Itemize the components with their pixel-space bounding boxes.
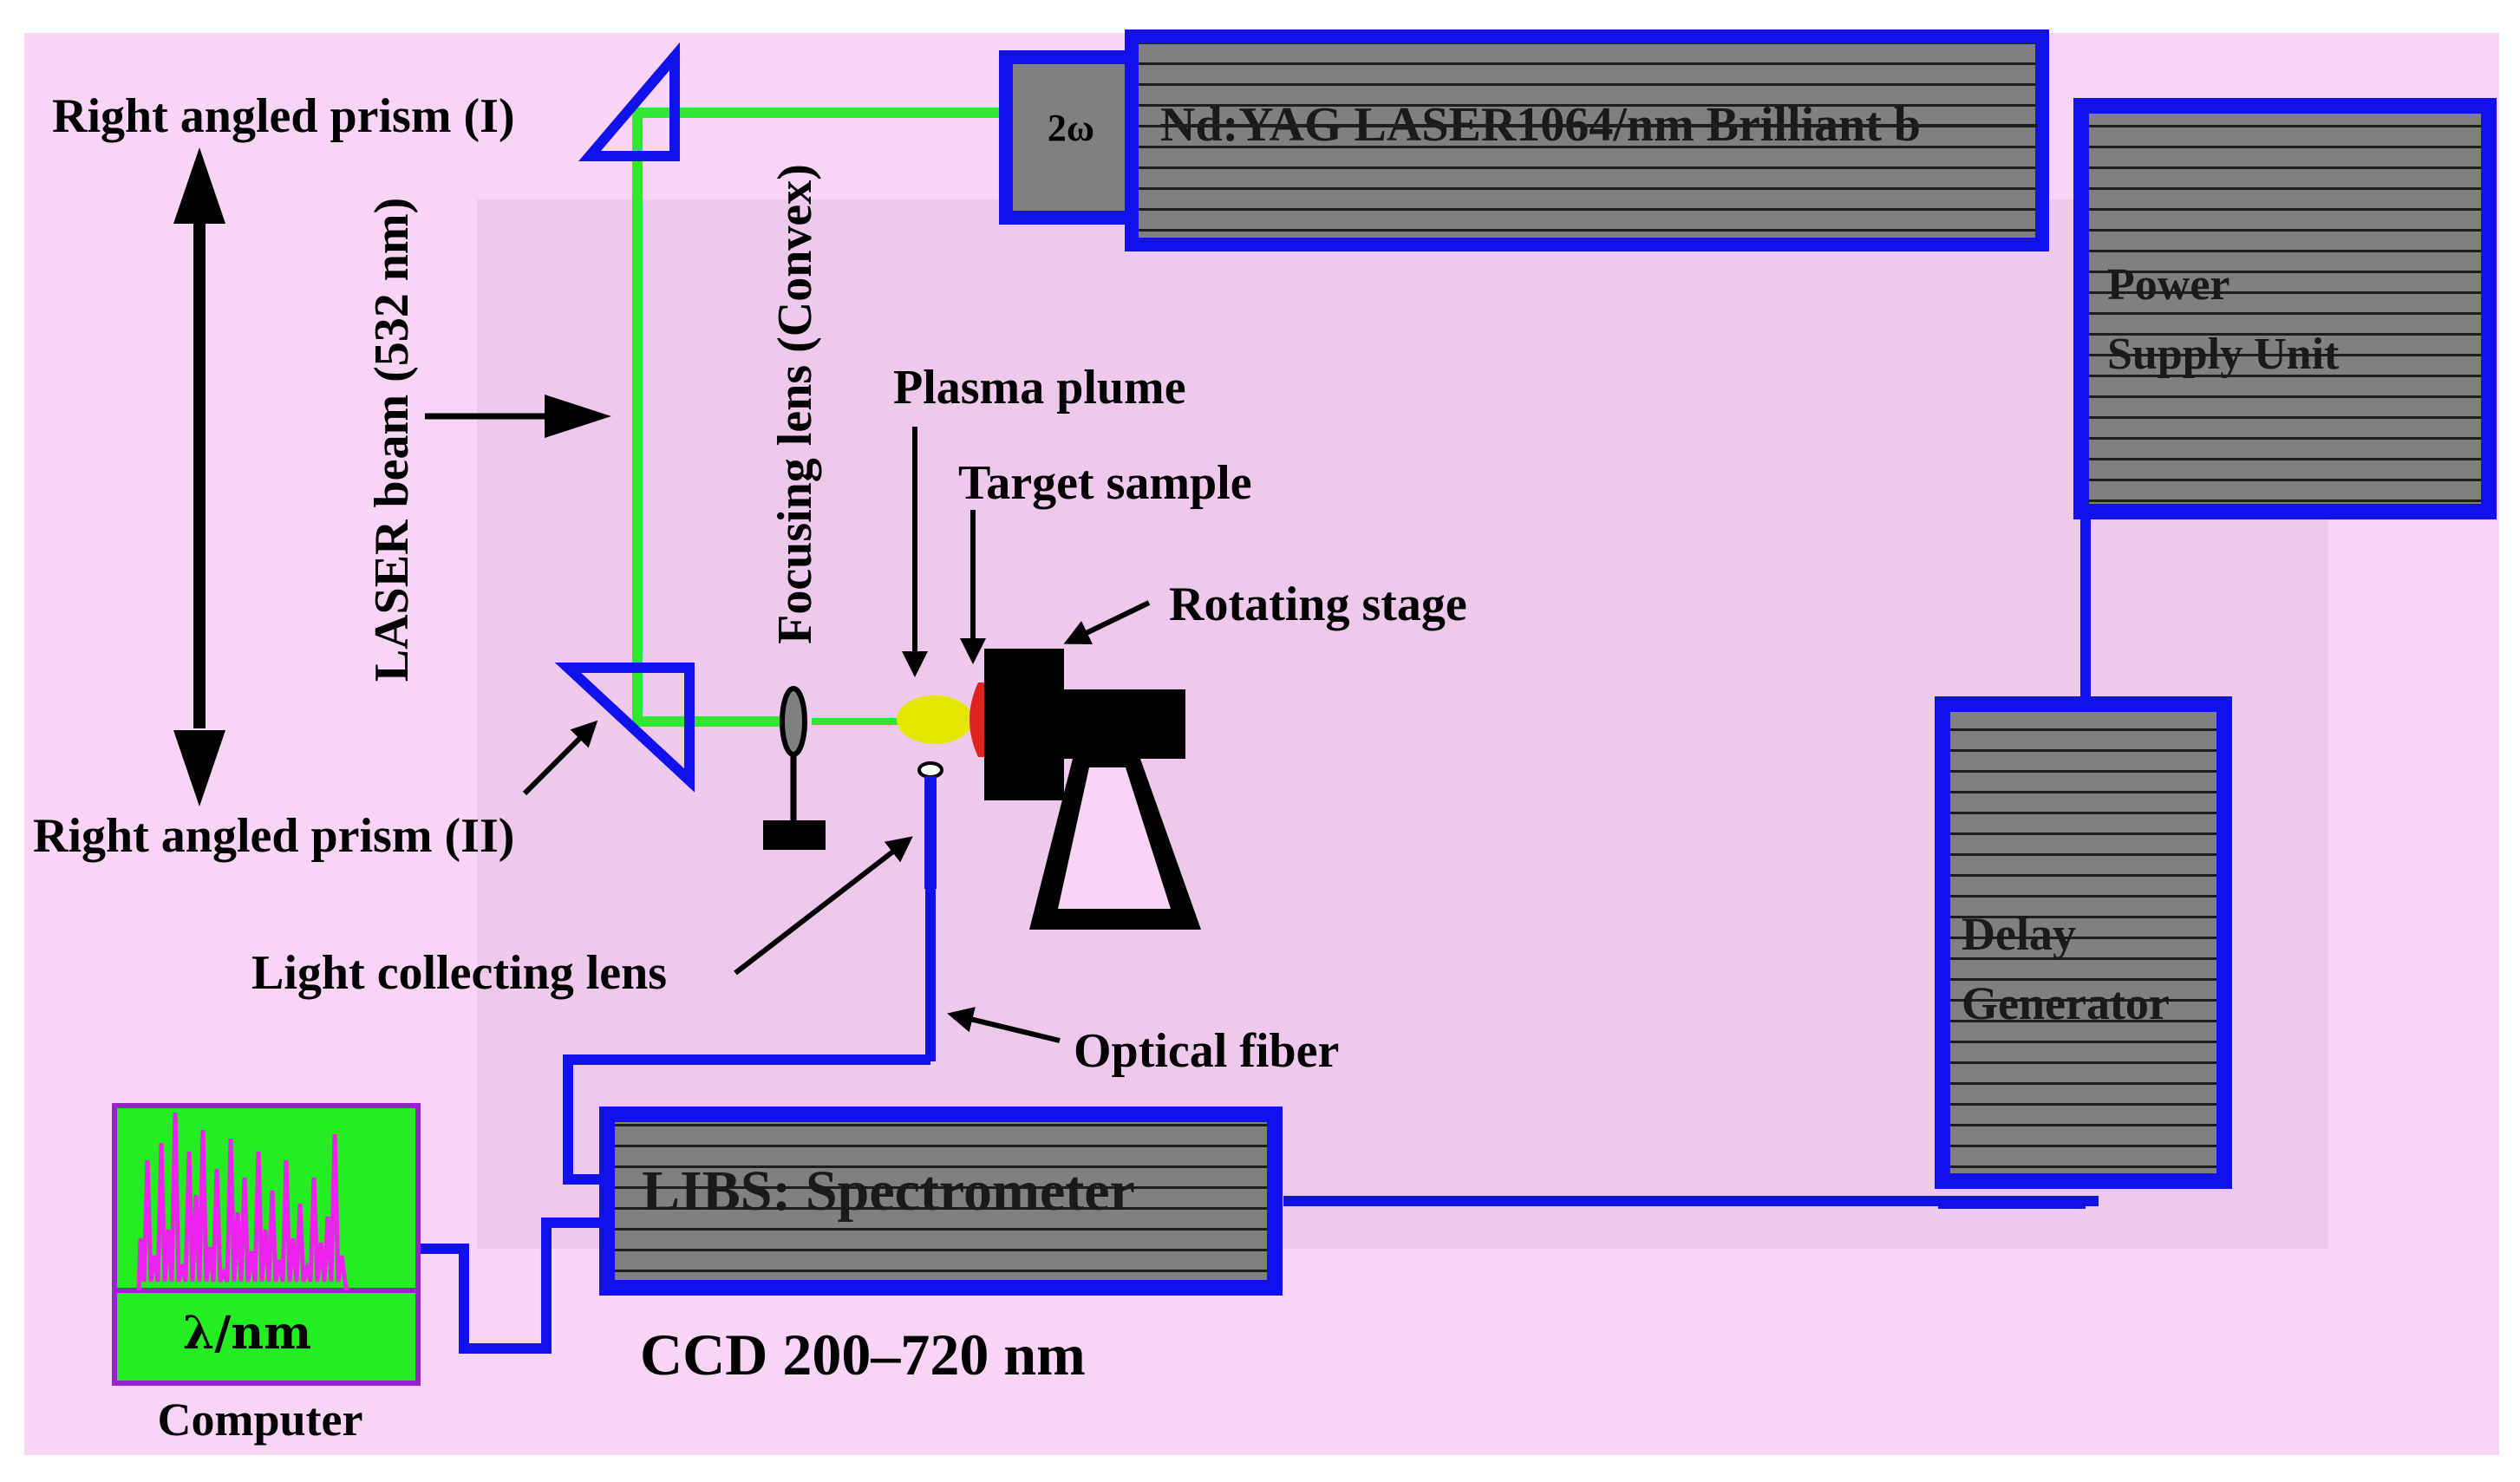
optical-fiber-label: Optical fiber	[1074, 1024, 1339, 1078]
spectrometer-label: LIBS: Spectrometer	[642, 1159, 1135, 1223]
optical-fiber-arrow-icon	[947, 1007, 1061, 1043]
power-supply-line-1: Power	[2107, 260, 2229, 310]
collecting-lens-arrow-icon	[734, 836, 913, 976]
delay-generator-line-1: Delay	[1962, 908, 2076, 960]
light-collecting-lens-label: Light collecting lens	[251, 946, 667, 1000]
computer-label: Computer	[158, 1394, 363, 1446]
plasma-plume-label: Plasma plume	[893, 361, 1186, 415]
spectrum-line	[136, 1112, 349, 1291]
prism-1-icon	[578, 42, 680, 161]
pointer-arrows	[522, 427, 1151, 1043]
prism-2-icon	[554, 663, 695, 793]
doubler-label: 2ω	[1048, 107, 1094, 149]
rotating-stage-label: Rotating stage	[1169, 578, 1467, 631]
double-arrow-icon	[173, 147, 225, 806]
beam-pointer-arrow-icon	[425, 395, 611, 438]
spectrometer-box: LIBS: Spectrometer	[599, 1107, 1283, 1296]
power-supply-box: Power Supply Unit	[2073, 98, 2497, 519]
frequency-doubler-box: 2ω	[999, 50, 1143, 225]
wiring	[420, 503, 2099, 1354]
target-sample-icon	[969, 682, 989, 757]
target-sample-label: Target sample	[958, 456, 1252, 510]
spectrum-trace	[136, 1112, 349, 1291]
plasma-plume-icon	[897, 695, 973, 744]
rotating-stage-arrow-icon	[1063, 600, 1151, 645]
delay-generator-box: Delay Generator	[1935, 696, 2232, 1189]
focusing-lens-label: Focusing lens (Convex)	[768, 164, 822, 644]
computer-axis-label: λ/nm	[183, 1307, 311, 1360]
prism-2-label: Right angled prism (II)	[33, 809, 514, 863]
computer-icon: λ/nm	[112, 1103, 421, 1386]
laser-beam-path	[632, 108, 1011, 727]
collecting-lens-icon	[917, 761, 943, 889]
prism-1-label: Right angled prism (I)	[52, 89, 515, 143]
laser-beam-label: LASER beam (532 nm)	[365, 198, 419, 682]
nd-yag-laser-box: Nd:YAG LASER1064/nm Brilliant b	[1125, 29, 2049, 251]
prism-2-arrow-icon	[522, 720, 598, 796]
delay-generator-line-2: Generator	[1962, 977, 2170, 1029]
power-supply-line-2: Supply Unit	[2107, 330, 2340, 379]
stage-cutout	[1058, 767, 1171, 909]
focusing-lens-icon	[763, 686, 826, 850]
ccd-range-label: CCD 200–720 nm	[640, 1322, 1086, 1387]
